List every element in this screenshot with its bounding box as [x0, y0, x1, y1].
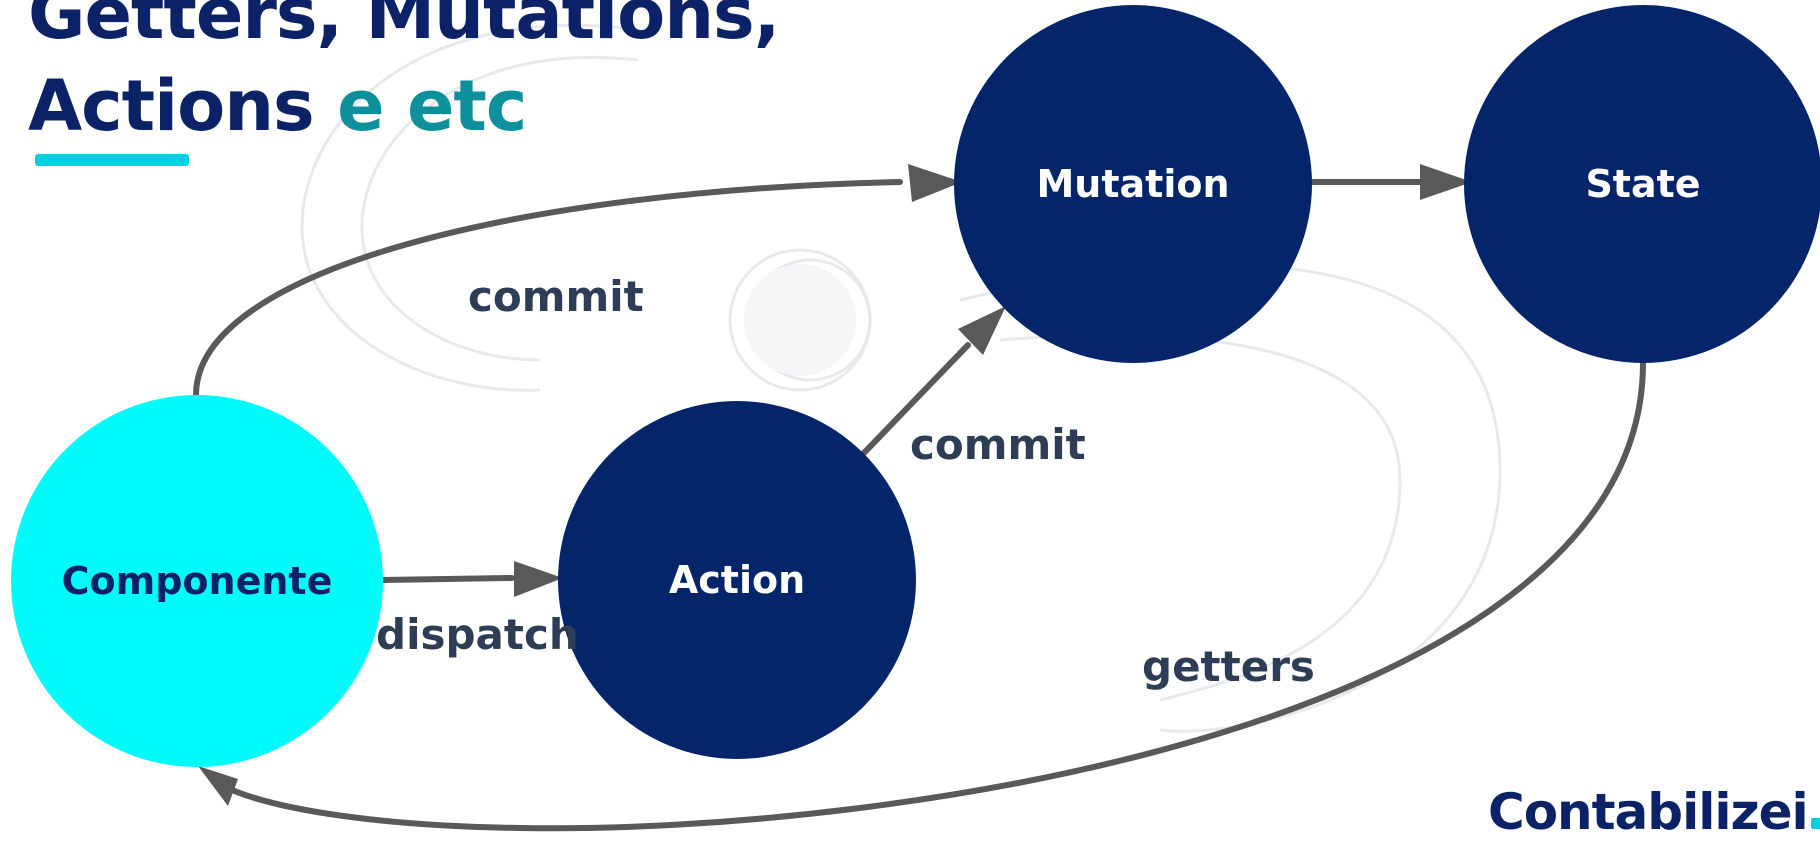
arrowhead-commit-action — [958, 306, 1006, 355]
arrow-dispatch-componente-to-action — [380, 575, 515, 583]
title-line-2-main: Actions — [28, 65, 315, 147]
arrowhead-mutation-to-state — [1420, 164, 1472, 200]
page-title: Getters, Mutations, Actions e etc — [28, 0, 780, 152]
node-action: Action — [558, 401, 916, 759]
node-state: State — [1464, 5, 1820, 363]
edge-label-getters: getters — [1142, 642, 1315, 691]
arrow-commit-componente-to-mutation — [193, 179, 903, 398]
brand-logo-text: Contabilizei — [1488, 783, 1809, 841]
edge-label-commit-top: commit — [468, 272, 644, 321]
title-line-2-accent: e etc — [337, 65, 527, 147]
node-state-label: State — [1585, 162, 1701, 206]
node-componente-label: Componente — [61, 559, 333, 603]
edge-label-commit-action: commit — [910, 420, 1086, 469]
arrow-getters-state-to-componente — [229, 360, 1646, 832]
node-action-label: Action — [668, 558, 806, 602]
watermark-c-inner — [360, 55, 639, 362]
watermark-c-outer — [300, 23, 641, 392]
arrowhead-getters — [198, 766, 238, 806]
title-line-1: Getters, Mutations, — [28, 0, 780, 55]
arrow-commit-action-to-mutation — [859, 342, 971, 458]
node-mutation-label: Mutation — [1036, 162, 1230, 206]
arrowhead-commit-top — [908, 164, 962, 202]
brand-logo-dot — [1810, 818, 1820, 829]
node-componente: Componente — [11, 395, 383, 767]
brand-logo: Contabilizei — [1488, 782, 1820, 842]
node-mutation: Mutation — [954, 5, 1312, 363]
arrowhead-dispatch — [514, 561, 563, 597]
title-underline — [35, 154, 189, 166]
edge-label-dispatch: dispatch — [376, 610, 579, 659]
